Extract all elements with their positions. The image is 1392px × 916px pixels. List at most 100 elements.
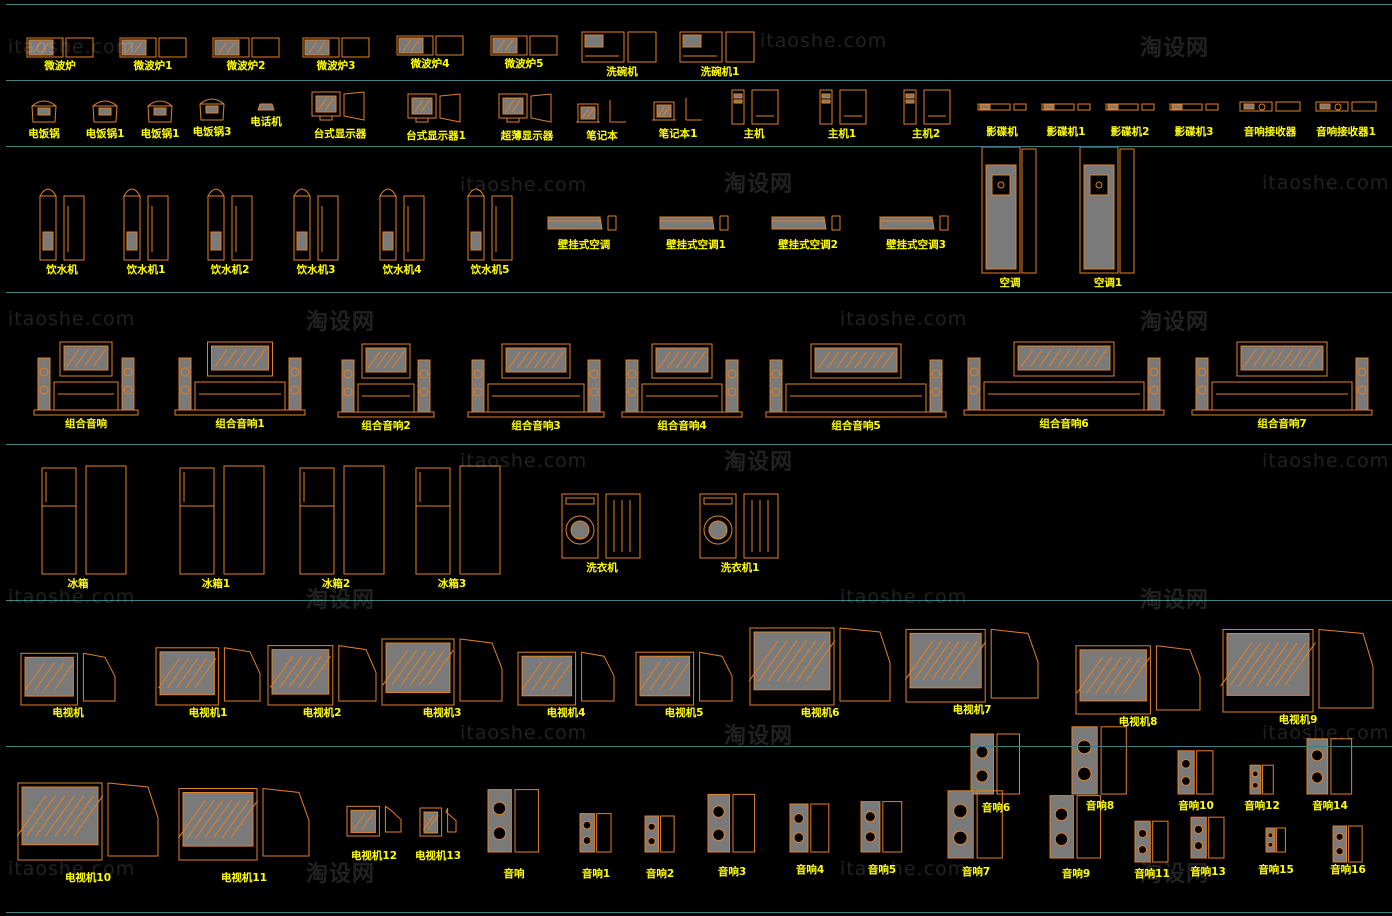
- tv-icon: [267, 645, 377, 706]
- water-dispenser-icon: [123, 188, 169, 261]
- watermark-brand: 淘设网: [724, 450, 794, 475]
- appliance-label: 影碟机3: [1174, 126, 1214, 138]
- laptop-icon: [652, 98, 702, 121]
- refrigerator-icon: [179, 465, 265, 575]
- appliance-label: 洗碗机1: [700, 66, 740, 78]
- floor-ac-icon: [981, 146, 1037, 274]
- appliance-label: 微波炉2: [226, 60, 266, 72]
- appliance-label: 壁挂式空调1: [666, 239, 726, 251]
- dvd-player-icon: [1169, 103, 1219, 111]
- speaker-icon: [487, 789, 539, 853]
- appliance-label: 电视机13: [414, 850, 462, 862]
- appliance-label: 组合音响4: [657, 420, 707, 432]
- speaker-icon: [1071, 726, 1127, 795]
- appliance-label: 音响15: [1258, 864, 1294, 876]
- appliance-label: 台式显示器: [313, 128, 367, 140]
- home-theater-icon: [174, 341, 306, 416]
- tv-icon: [1220, 628, 1374, 713]
- watermark-text: itaoshe.com: [8, 586, 136, 608]
- dvd-player-icon: [1041, 103, 1091, 111]
- row-separator: [6, 4, 1392, 5]
- row-separator: [6, 292, 1392, 293]
- watermark-brand: 淘设网: [1140, 310, 1210, 335]
- microwave-icon: [212, 37, 280, 58]
- appliance-label: 组合音响: [65, 418, 107, 430]
- watermark-text: itaoshe.com: [1262, 450, 1390, 472]
- speaker-icon: [947, 790, 1003, 859]
- home-theater-icon: [337, 343, 435, 418]
- row-separator: [6, 444, 1392, 445]
- appliance-label: 台式显示器1: [406, 130, 466, 142]
- appliance-label: 洗衣机1: [720, 562, 760, 574]
- appliance-label: 洗衣机: [586, 562, 618, 574]
- appliance-label: 饮水机5: [470, 264, 510, 276]
- appliance-label: 电视机8: [1118, 716, 1158, 728]
- home-theater-icon: [1191, 341, 1373, 416]
- appliance-label: 微波炉3: [316, 60, 356, 72]
- watermark-brand: 淘设网: [1140, 36, 1210, 61]
- rice-cooker-icon: [92, 100, 118, 123]
- microwave-icon: [396, 35, 464, 56]
- refrigerator-icon: [415, 465, 501, 575]
- appliance-label: 组合音响1: [215, 418, 265, 430]
- washing-machine-icon: [561, 493, 641, 559]
- appliance-label: 电视机12: [350, 850, 398, 862]
- appliance-label: 音响1: [581, 868, 611, 880]
- pc-tower-icon: [903, 89, 951, 125]
- appliance-label: 电饭锅3: [192, 126, 232, 138]
- appliance-label: 微波炉4: [410, 58, 450, 70]
- appliance-label: 音响4: [795, 864, 825, 876]
- appliance-label: 微波炉5: [504, 58, 544, 70]
- telephone-icon: [257, 103, 275, 111]
- appliance-label: 组合音响6: [1039, 418, 1089, 430]
- row-separator: [6, 746, 1392, 747]
- appliance-label: 影碟机2: [1110, 126, 1150, 138]
- microwave-icon: [302, 37, 370, 58]
- watermark-brand: 淘设网: [306, 310, 376, 335]
- speaker-icon: [1134, 820, 1169, 863]
- monitor-icon: [311, 91, 365, 121]
- wall-ac-icon: [659, 215, 729, 231]
- row-separator: [6, 600, 1392, 601]
- rice-cooker-icon: [199, 98, 225, 121]
- watermark-text: itaoshe.com: [460, 174, 588, 196]
- tv-icon: [346, 805, 402, 837]
- speaker-icon: [579, 813, 612, 853]
- appliance-label: 电视机5: [664, 707, 704, 719]
- appliance-label: 音响13: [1190, 866, 1226, 878]
- water-dispenser-icon: [207, 188, 253, 261]
- tv-icon: [748, 627, 891, 706]
- tv-icon: [904, 628, 1039, 703]
- tv-icon: [20, 652, 116, 706]
- appliance-label: 冰箱2: [321, 578, 351, 590]
- rice-cooker-icon: [31, 100, 57, 123]
- water-dispenser-icon: [379, 188, 425, 261]
- floor-ac-icon: [1079, 146, 1135, 274]
- appliance-label: 壁挂式空调: [557, 239, 611, 251]
- speaker-icon: [644, 815, 675, 853]
- appliance-label: 空调: [999, 277, 1021, 289]
- pc-tower-icon: [819, 89, 867, 125]
- microwave-icon: [490, 35, 558, 56]
- appliance-label: 空调1: [1093, 277, 1123, 289]
- water-dispenser-icon: [293, 188, 339, 261]
- speaker-icon: [789, 803, 830, 853]
- home-theater-icon: [467, 343, 605, 418]
- appliance-label: 音响12: [1244, 800, 1280, 812]
- appliance-label: 组合音响7: [1257, 418, 1307, 430]
- appliance-label: 电视机4: [546, 707, 586, 719]
- tv-icon: [177, 787, 310, 861]
- appliance-label: 洗碗机: [606, 66, 638, 78]
- dishwasher-icon: [581, 31, 657, 63]
- microwave-icon: [26, 37, 94, 58]
- appliance-label: 饮水机1: [126, 264, 166, 276]
- appliance-label: 饮水机2: [210, 264, 250, 276]
- appliance-label: 组合音响2: [361, 420, 411, 432]
- watermark-text: itaoshe.com: [460, 722, 588, 744]
- watermark-text: itaoshe.com: [8, 308, 136, 330]
- appliance-label: 壁挂式空调3: [886, 239, 946, 251]
- speaker-icon: [1306, 738, 1353, 795]
- receiver-icon: [1239, 101, 1301, 112]
- appliance-label: 饮水机4: [382, 264, 422, 276]
- appliance-label: 组合音响3: [511, 420, 561, 432]
